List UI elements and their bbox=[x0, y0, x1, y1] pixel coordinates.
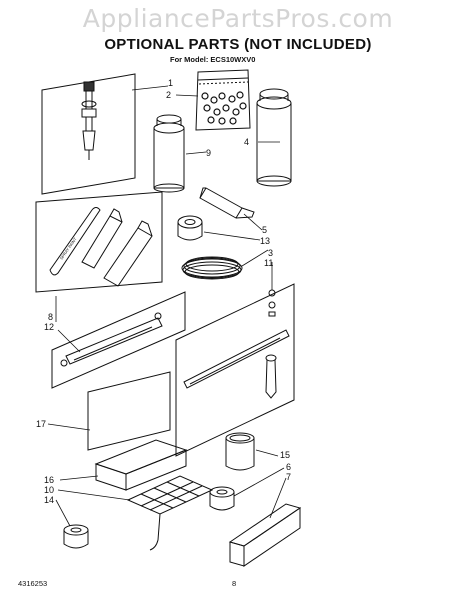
grease-tube-part bbox=[199, 187, 255, 219]
rail-part bbox=[183, 329, 290, 389]
valve-kit-box bbox=[41, 73, 136, 195]
callout-7: 7 bbox=[286, 472, 291, 482]
callout-11: 11 bbox=[264, 258, 273, 268]
stick-part bbox=[49, 207, 101, 276]
spray-can-large-part bbox=[256, 88, 292, 187]
bracket-rail-part bbox=[60, 312, 163, 367]
wire-coil-part bbox=[181, 256, 243, 280]
callout-12: 12 bbox=[44, 322, 54, 332]
doc-number: 4316253 bbox=[18, 579, 48, 588]
bracket-kit-box bbox=[51, 291, 186, 389]
insulation-block-part bbox=[94, 439, 188, 491]
callout-16: 16 bbox=[44, 475, 54, 485]
foam-block-part bbox=[228, 503, 302, 567]
callout-17: 17 bbox=[36, 419, 46, 429]
tube-large-part bbox=[103, 220, 153, 287]
callout-4: 4 bbox=[244, 137, 249, 147]
hardware-bag-part bbox=[195, 69, 251, 131]
callout-15: 15 bbox=[280, 450, 290, 460]
callout-10: 10 bbox=[44, 485, 54, 495]
tape-roll-small-part bbox=[63, 524, 89, 549]
foot-part bbox=[265, 354, 277, 399]
callout-6: 6 bbox=[286, 462, 291, 472]
tape-roll-medium-part bbox=[209, 486, 235, 511]
rail-kit-box bbox=[175, 283, 295, 457]
model-subtitle: For Model: ECS10WXV0 bbox=[170, 55, 256, 64]
page-title: OPTIONAL PARTS (NOT INCLUDED) bbox=[104, 36, 372, 53]
valve-part bbox=[81, 81, 97, 160]
tube-kit-box bbox=[35, 191, 163, 293]
spray-can-small-part bbox=[153, 114, 185, 193]
callout-2: 2 bbox=[166, 90, 171, 100]
leader-lines bbox=[47, 85, 287, 527]
paint-can-part bbox=[225, 432, 255, 471]
callout-5: 5 bbox=[262, 225, 267, 235]
callout-13: 13 bbox=[260, 236, 270, 246]
callout-1: 1 bbox=[168, 78, 173, 88]
callout-3: 3 bbox=[268, 248, 273, 258]
harness-part bbox=[126, 475, 214, 551]
callout-8: 8 bbox=[48, 312, 53, 322]
panel-part bbox=[87, 371, 171, 451]
watermark-text: AppliancePartsPros.com bbox=[82, 4, 394, 33]
tube-small-part bbox=[81, 208, 123, 269]
callout-14: 14 bbox=[44, 495, 54, 505]
page-number: 8 bbox=[232, 579, 237, 588]
callout-9: 9 bbox=[206, 148, 211, 158]
tape-roll-part bbox=[177, 215, 203, 241]
